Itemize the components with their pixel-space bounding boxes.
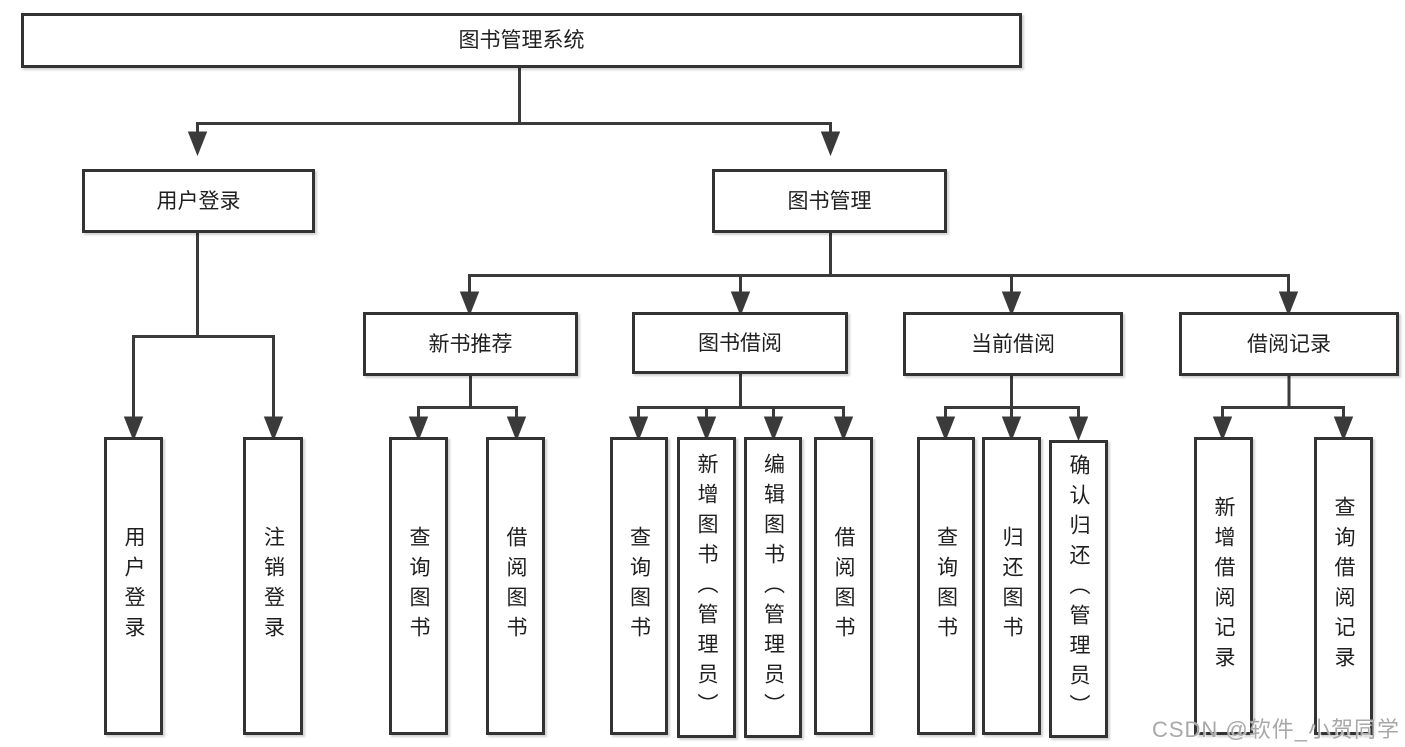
node-borrow-records-label: 借阅记录 xyxy=(1247,332,1331,356)
leaf-bb-query-books: 查询图书 xyxy=(610,437,668,735)
node-root-label: 图书管理系统 xyxy=(458,29,585,52)
node-book-borrow: 图书借阅 xyxy=(632,312,848,374)
arrow-down-icon xyxy=(1278,291,1299,317)
node-current-borrow: 当前借阅 xyxy=(903,312,1123,376)
arrow-down-icon xyxy=(1333,416,1354,442)
connector-new-book-rec xyxy=(408,376,527,442)
arrow-down-icon xyxy=(459,291,480,317)
leaf-user-login: 用户登录 xyxy=(104,437,163,735)
leaf-cb-confirm-return-admin: 确认归还（管理员） xyxy=(1049,440,1108,738)
node-user-login: 用户登录 xyxy=(82,169,315,233)
arrow-down-icon xyxy=(263,416,284,442)
leaf-logout: 注销登录 xyxy=(243,437,303,735)
leaf-nbr-query-books-label: 查询图书 xyxy=(407,526,430,646)
node-borrow-records: 借阅记录 xyxy=(1179,312,1399,376)
node-new-book-rec: 新书推荐 xyxy=(363,312,578,376)
leaf-bb-query-books-label: 查询图书 xyxy=(627,526,651,646)
leaf-nbr-borrow-books-label: 借阅图书 xyxy=(504,526,527,646)
leaf-nbr-query-books: 查询图书 xyxy=(389,437,448,735)
csdn-watermark: CSDN @软件_小贺同学 xyxy=(1151,717,1400,742)
node-current-borrow-label: 当前借阅 xyxy=(971,332,1055,356)
leaf-user-login-label: 用户登录 xyxy=(122,526,145,646)
arrow-down-icon xyxy=(408,416,429,442)
connector-book-mgmt xyxy=(459,233,1299,317)
arrow-down-icon xyxy=(187,131,208,157)
node-user-login-label: 用户登录 xyxy=(156,189,241,213)
leaf-bb-borrow-books: 借阅图书 xyxy=(814,437,873,735)
arrow-down-icon xyxy=(1001,291,1022,317)
arrow-down-icon xyxy=(935,416,956,442)
arrow-down-icon xyxy=(1001,416,1022,442)
arrow-down-icon xyxy=(1068,416,1089,442)
leaf-bb-edit-books-admin: 编辑图书（管理员） xyxy=(744,437,802,738)
arrow-down-icon xyxy=(820,131,841,157)
leaf-nbr-borrow-books: 借阅图书 xyxy=(486,437,545,735)
leaf-cb-query-books: 查询图书 xyxy=(917,437,975,735)
connector-root xyxy=(187,68,841,157)
leaf-cb-return-books-label: 归还图书 xyxy=(1000,526,1023,646)
leaf-br-query-record-label: 查询借阅记录 xyxy=(1332,496,1355,676)
arrow-down-icon xyxy=(833,416,854,442)
arrow-down-icon xyxy=(696,416,717,442)
leaf-cb-confirm-return-admin-label: 确认归还（管理员） xyxy=(1067,454,1090,724)
arrow-down-icon xyxy=(730,291,751,317)
connector-user-login xyxy=(123,233,284,442)
node-book-borrow-label: 图书借阅 xyxy=(698,331,782,355)
node-book-mgmt-label: 图书管理 xyxy=(787,189,872,213)
arrow-down-icon xyxy=(506,416,527,442)
leaf-bb-edit-books-admin-label: 编辑图书（管理员） xyxy=(761,452,785,723)
leaf-bb-add-books-admin-label: 新增图书（管理员） xyxy=(695,452,718,723)
leaf-br-add-record-label: 新增借阅记录 xyxy=(1212,496,1235,676)
node-new-book-rec-label: 新书推荐 xyxy=(428,332,513,356)
leaf-br-add-record: 新增借阅记录 xyxy=(1194,437,1253,735)
arrow-down-icon xyxy=(123,416,144,442)
leaf-bb-borrow-books-label: 借阅图书 xyxy=(832,526,855,646)
leaf-br-query-record: 查询借阅记录 xyxy=(1314,437,1373,735)
arrow-down-icon xyxy=(1212,416,1233,442)
leaf-logout-label: 注销登录 xyxy=(261,526,285,646)
leaf-cb-return-books: 归还图书 xyxy=(982,437,1041,735)
leaf-bb-add-books-admin: 新增图书（管理员） xyxy=(677,437,736,738)
leaf-cb-query-books-label: 查询图书 xyxy=(934,526,958,646)
connector-current-borrow xyxy=(935,376,1089,442)
connector-book-borrow xyxy=(628,374,854,442)
arrow-down-icon xyxy=(763,416,784,442)
arrow-down-icon xyxy=(628,416,649,442)
node-book-mgmt: 图书管理 xyxy=(712,169,947,233)
connector-borrow-records xyxy=(1212,376,1354,442)
node-root: 图书管理系统 xyxy=(21,13,1022,68)
